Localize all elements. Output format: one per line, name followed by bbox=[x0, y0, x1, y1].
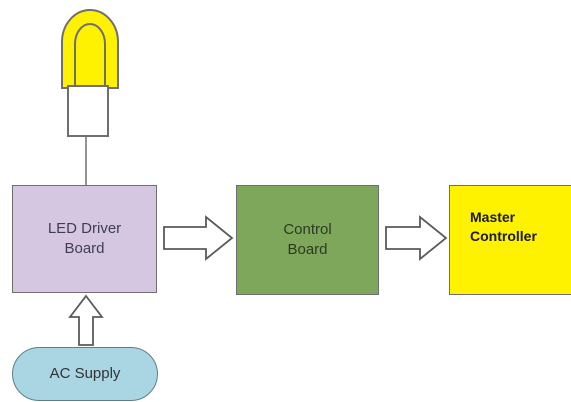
control-board-label-line1: Control bbox=[283, 220, 332, 238]
led-driver-board-label-line2: Board bbox=[64, 240, 105, 257]
arrow-ac-to-led bbox=[68, 294, 104, 346]
control-board-node: Control Board bbox=[236, 185, 379, 295]
led-driver-board-node: LED Driver Board bbox=[12, 185, 157, 293]
arrow-led-to-control bbox=[163, 215, 234, 261]
ac-supply-node: AC Supply bbox=[12, 347, 158, 401]
led-driver-board-label-line1: LED Driver bbox=[47, 219, 122, 237]
arrow-control-to-master bbox=[385, 215, 448, 261]
master-controller-label-line2: Controller bbox=[470, 227, 537, 244]
control-board-label-line2: Board bbox=[287, 241, 328, 258]
master-controller-label-line1: Master bbox=[470, 209, 516, 225]
master-controller-node: Master Controller bbox=[449, 185, 571, 295]
led-bulb-icon bbox=[61, 9, 119, 137]
ac-supply-label: AC Supply bbox=[49, 364, 121, 382]
